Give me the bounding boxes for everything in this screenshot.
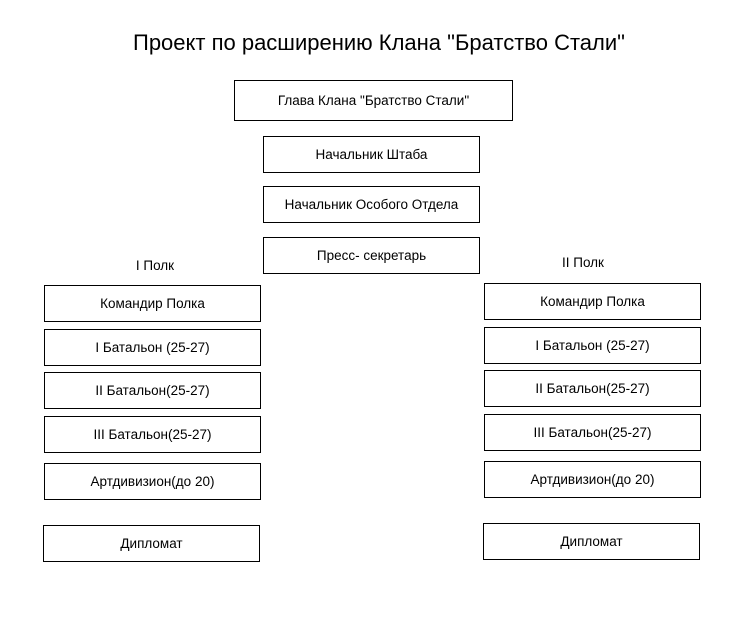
regiment-1-commander-box: Командир Полка (44, 285, 261, 322)
regiment-2-battalion-3-box: III Батальон(25-27) (484, 414, 701, 451)
regiment-1-label: I Полк (135, 258, 175, 273)
regiment-1-artillery-box: Артдивизион(до 20) (44, 463, 261, 500)
regiment-1-battalion-1-box: I Батальон (25-27) (44, 329, 261, 366)
regiment-2-diplomat-box: Дипломат (483, 523, 700, 560)
regiment-1-battalion-3-box: III Батальон(25-27) (44, 416, 261, 453)
regiment-2-artillery-box: Артдивизион(до 20) (484, 461, 701, 498)
press-secretary-box: Пресс- секретарь (263, 237, 480, 274)
regiment-2-battalion-2-box: II Батальон(25-27) (484, 370, 701, 407)
regiment-2-label: II Полк (562, 255, 604, 270)
clan-leader-box: Глава Клана "Братство Стали" (234, 80, 513, 121)
special-department-head-box: Начальник Особого Отдела (263, 186, 480, 223)
chief-of-staff-box: Начальник Штаба (263, 136, 480, 173)
regiment-2-battalion-1-box: I Батальон (25-27) (484, 327, 701, 364)
regiment-1-battalion-2-box: II Батальон(25-27) (44, 372, 261, 409)
regiment-2-commander-box: Командир Полка (484, 283, 701, 320)
regiment-1-diplomat-box: Дипломат (43, 525, 260, 562)
diagram-title: Проект по расширению Клана "Братство Ста… (133, 30, 625, 55)
